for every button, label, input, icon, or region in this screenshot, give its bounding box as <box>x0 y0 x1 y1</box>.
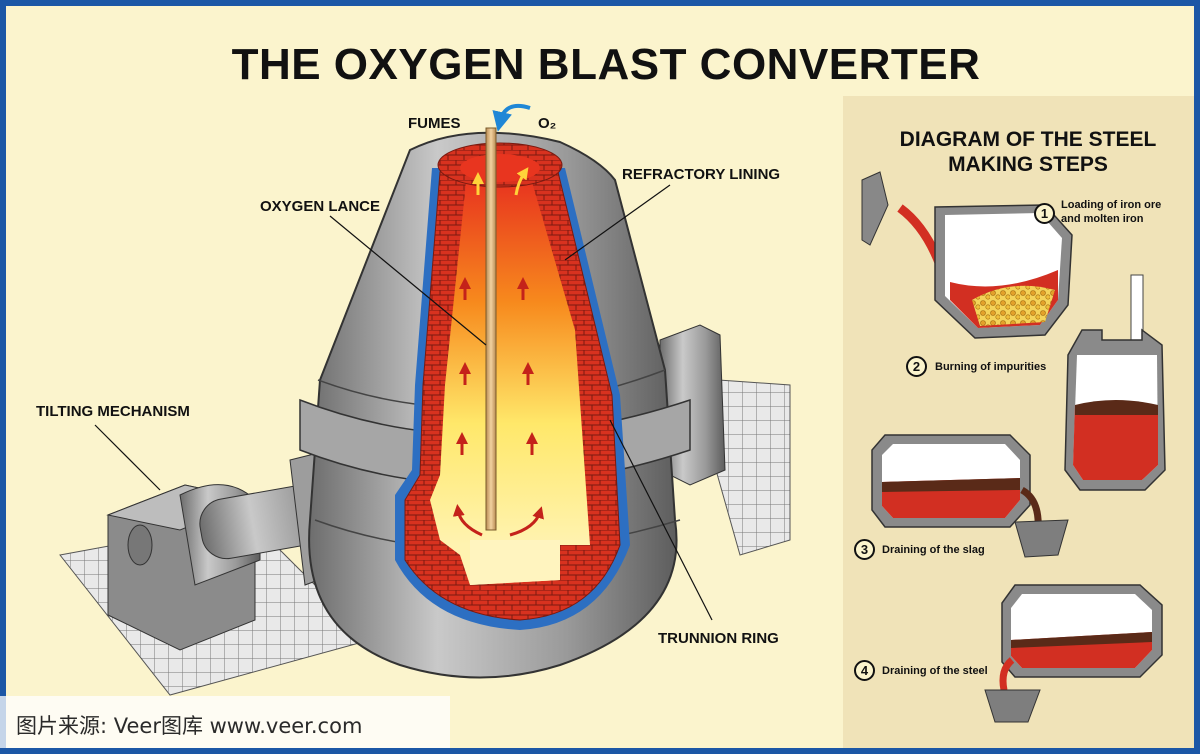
oxygen-lance-label: OXYGEN LANCE <box>260 198 381 215</box>
steps-panel-title: DIAGRAM OF THE STEEL MAKING STEPS <box>899 128 1157 176</box>
step-3-illustration <box>871 434 1069 558</box>
watermark-bar: 图片来源: Veer图库 www.veer.com <box>0 696 450 748</box>
step-2-number: 2 <box>906 356 927 377</box>
diagram-frame: THE OXYGEN BLAST CONVERTER FUMES O₂ OXYG… <box>6 6 1194 748</box>
leader-lines <box>94 184 713 621</box>
fumes-label: FUMES <box>408 115 461 132</box>
refractory-lining-label: REFRACTORY LINING <box>622 166 781 183</box>
step-4-text: Draining of the steel <box>882 665 988 677</box>
step-2-illustration <box>1064 274 1166 491</box>
diagram-artwork <box>59 96 1194 748</box>
oxygen-lance <box>485 127 497 531</box>
step-4-number: 4 <box>854 660 875 681</box>
watermark-text: 图片来源: Veer图库 www.veer.com <box>16 714 363 738</box>
step-1-number: 1 <box>1034 203 1055 224</box>
step-3-number: 3 <box>854 539 875 560</box>
tilting-mechanism-label: TILTING MECHANISM <box>36 403 190 420</box>
step-1-illustration <box>861 171 1073 339</box>
flow-arrows <box>452 167 544 537</box>
oxygen-inflow-arrow <box>492 103 531 132</box>
main-title: THE OXYGEN BLAST CONVERTER <box>231 40 981 89</box>
step-1-text: Loading of iron ore and molten iron <box>1061 199 1162 225</box>
step-4-illustration <box>984 584 1163 723</box>
step-2-text: Burning of impurities <box>935 361 1047 373</box>
step-3-text: Draining of the slag <box>882 544 985 556</box>
trunnion-ring-label: TRUNNION RING <box>658 630 779 647</box>
o2-label: O₂ <box>538 115 557 132</box>
tilting-mechanism-drawing <box>106 449 351 651</box>
